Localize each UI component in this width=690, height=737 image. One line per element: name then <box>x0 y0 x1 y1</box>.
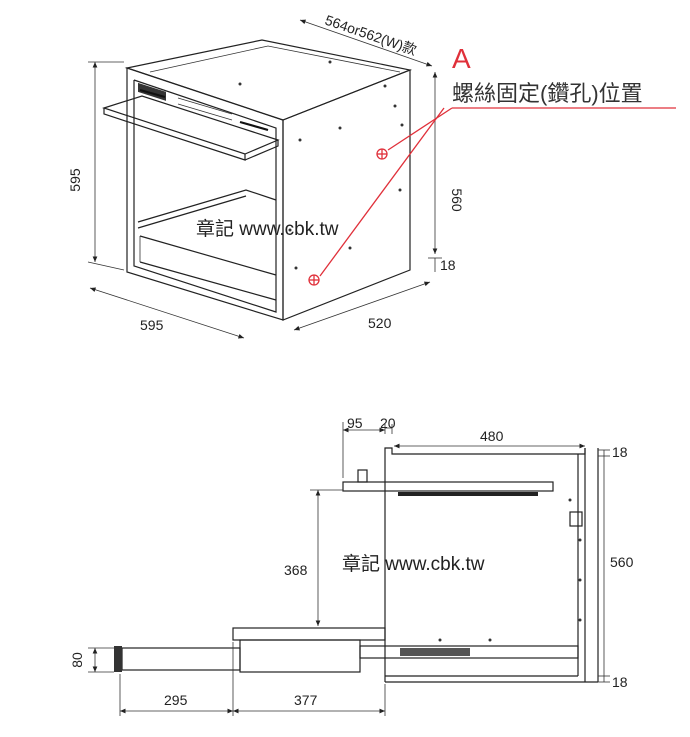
telescopic-rail <box>359 645 579 659</box>
screw-hole-icon <box>376 148 388 160</box>
hinge <box>569 511 583 527</box>
screw-label: 螺絲固定(鑽孔)位置 <box>452 81 643 106</box>
watermark: 章記 www.cbk.tw <box>342 553 485 575</box>
marker-letter: A <box>452 43 471 74</box>
oven-top-face <box>124 39 413 121</box>
dim-depth: 520 <box>368 315 392 331</box>
dim-height-right: 560 <box>449 188 465 212</box>
screw-annotation <box>308 107 676 286</box>
cabinet-section <box>114 447 599 683</box>
dim-377: 377 <box>294 692 318 708</box>
dim-width-top: 564or562(W)款 <box>323 12 419 58</box>
dim-height-left: 595 <box>67 168 83 192</box>
drawer-top <box>232 627 386 641</box>
dim-top-18: 18 <box>612 444 628 460</box>
dim-bottom-18: 18 <box>612 674 628 690</box>
dim-368: 368 <box>284 562 308 578</box>
dim-20: 20 <box>380 415 396 431</box>
screw-hole-icon <box>308 274 320 286</box>
dim-gap: 18 <box>440 257 456 273</box>
dim-width-bottom: 595 <box>140 317 164 333</box>
dim-480: 480 <box>480 428 504 444</box>
oven-isometric <box>102 39 413 321</box>
dim-80: 80 <box>69 652 85 668</box>
side-dimensions <box>88 422 610 716</box>
dim-560: 560 <box>610 554 634 570</box>
drawer-front <box>121 647 241 671</box>
dim-295: 295 <box>164 692 188 708</box>
top-dimensions <box>87 19 442 339</box>
oven-side-face <box>282 69 411 321</box>
oven-panel <box>342 481 554 492</box>
drawer-body <box>239 639 361 673</box>
oven-front-frame <box>126 67 284 321</box>
watermark: 章記 www.cbk.tw <box>196 218 339 240</box>
dim-95: 95 <box>347 415 363 431</box>
